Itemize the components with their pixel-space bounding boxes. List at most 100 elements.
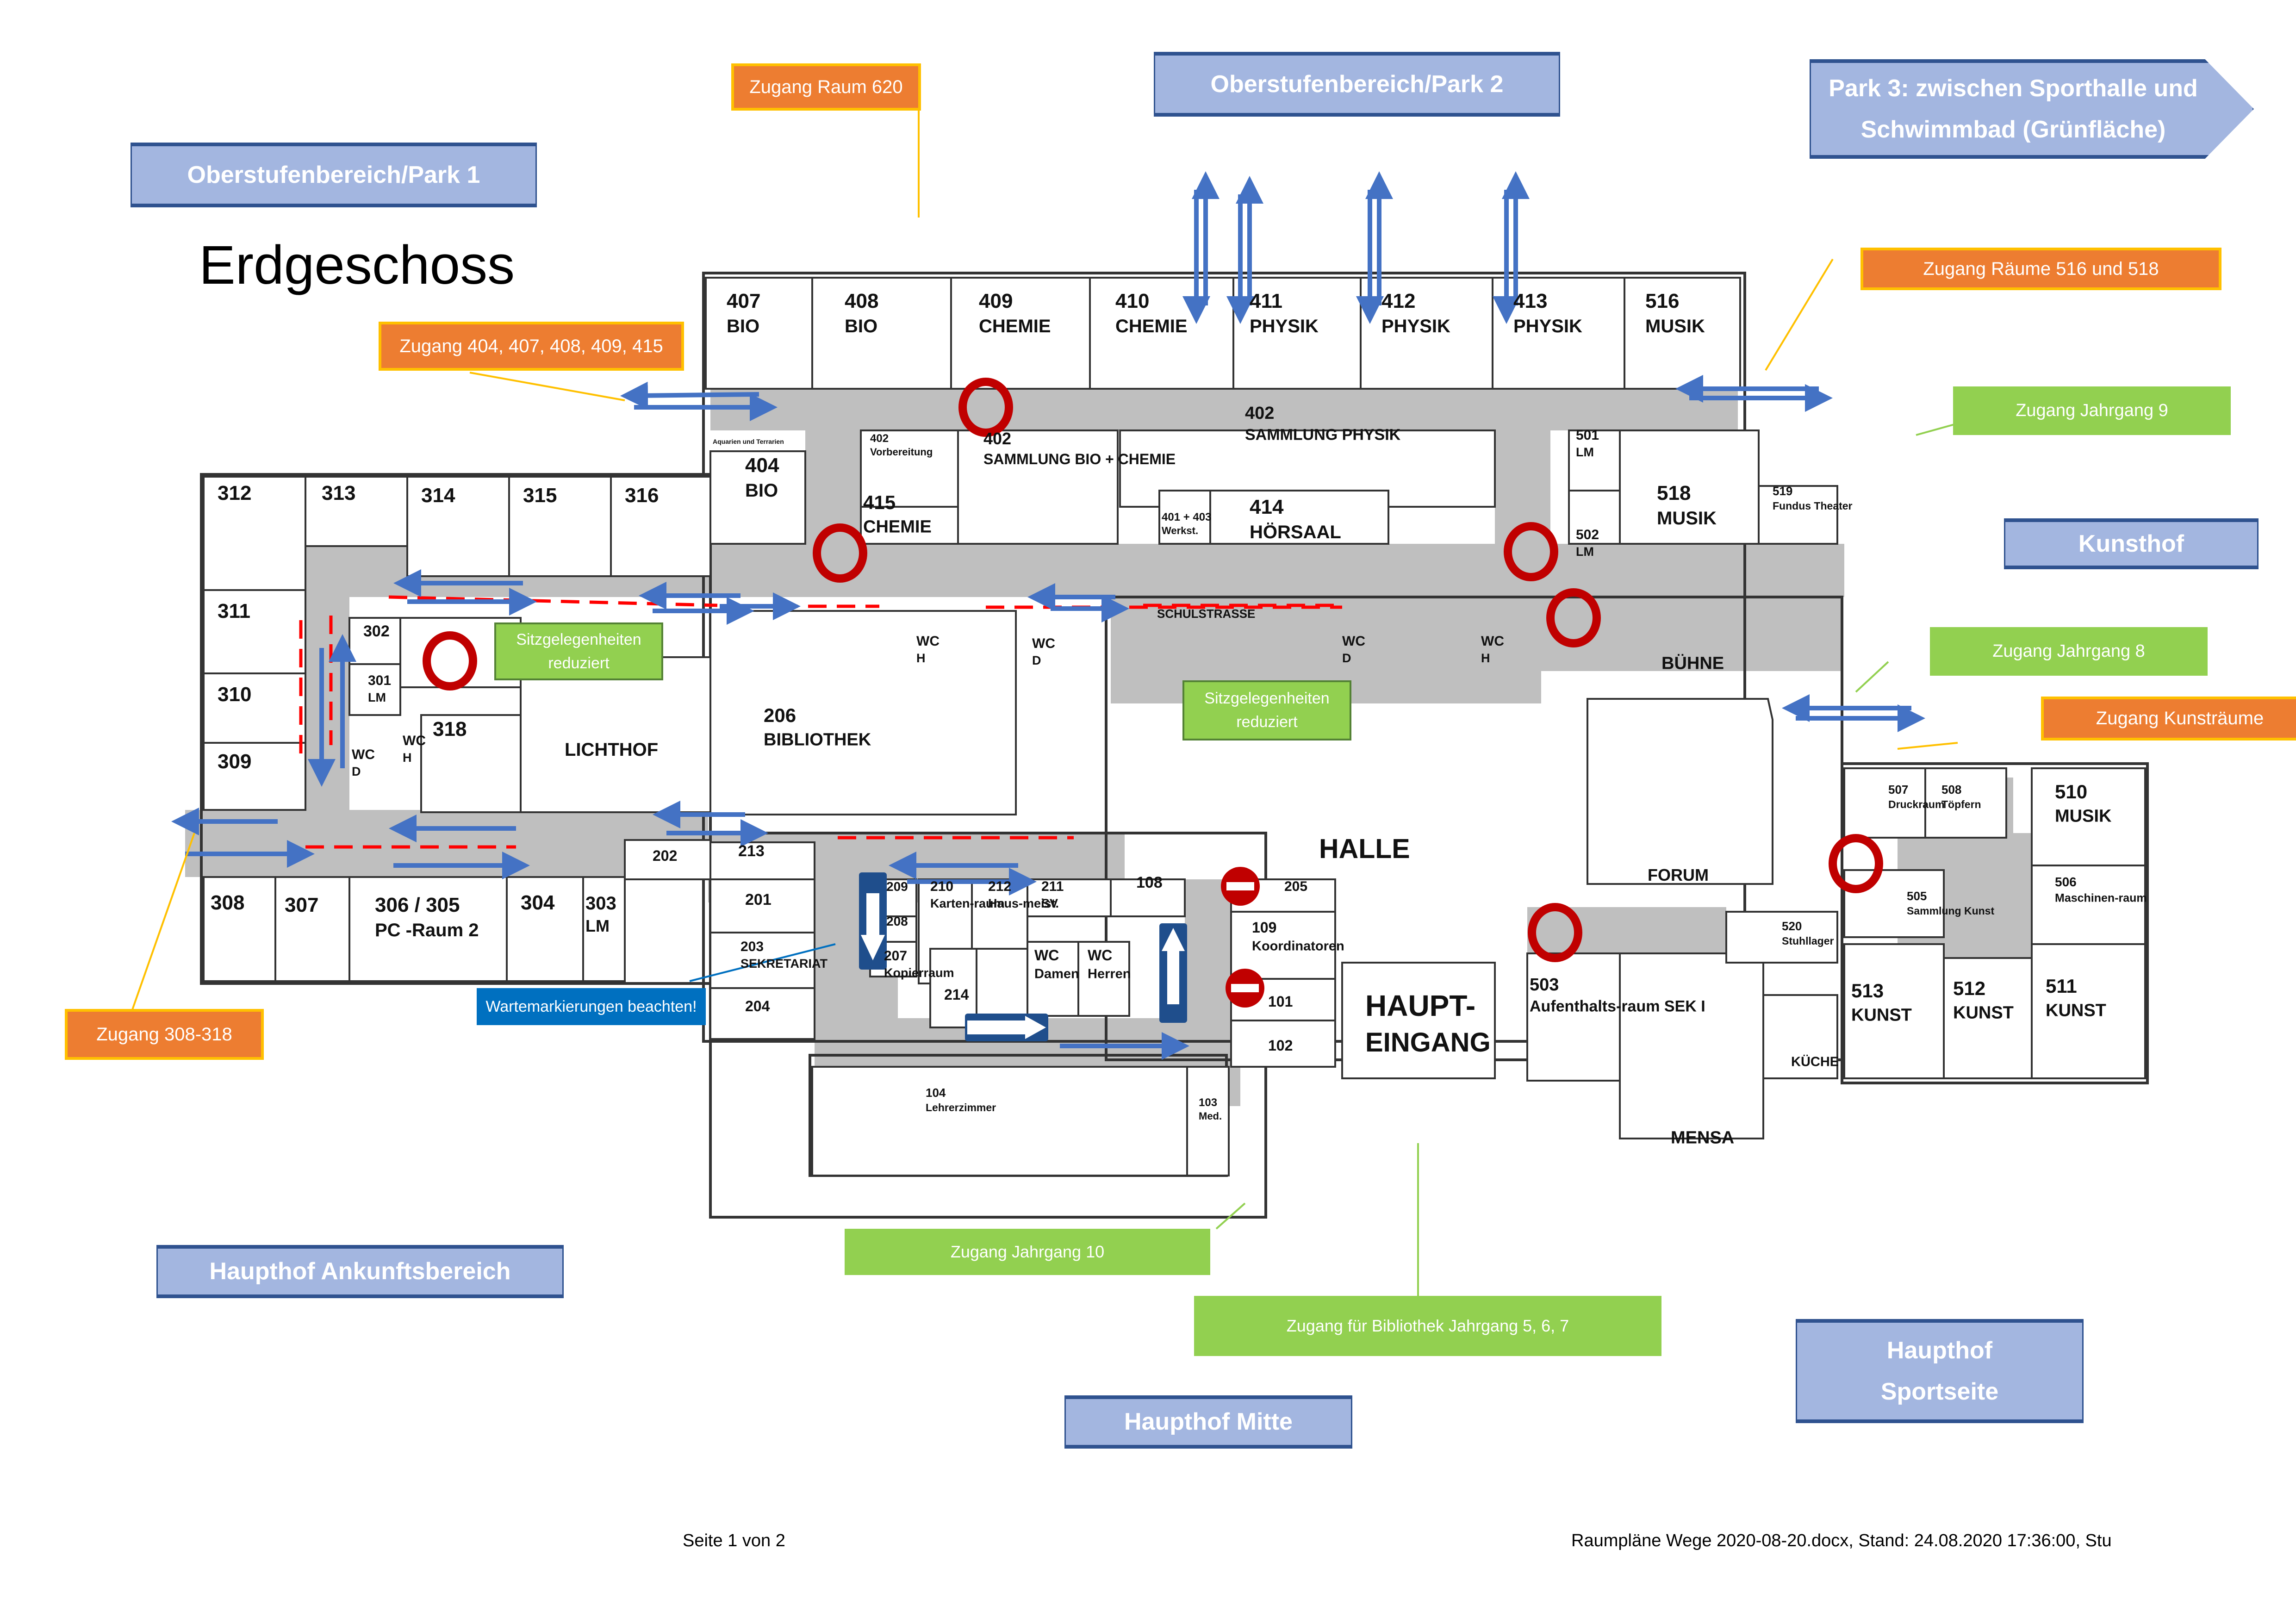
room-number: 402	[870, 432, 889, 445]
room-number: 102	[1268, 1037, 1293, 1054]
room-subject: EINGANG	[1365, 1027, 1491, 1058]
room-subject: Kopierraum	[884, 966, 954, 980]
rooms	[203, 277, 2146, 1176]
room-number: WC	[1481, 634, 1504, 649]
room-label: 208	[886, 914, 908, 928]
one-way-up-icon	[1159, 923, 1187, 1023]
room-subject: Haus-meist.	[988, 896, 1059, 910]
room-label: 108	[1136, 874, 1163, 891]
room-number: 518	[1657, 482, 1691, 504]
access-516-518: Zugang Räume 516 und 518	[1860, 248, 2221, 290]
room-number: 306 / 305	[375, 894, 460, 916]
room-subject: KUNST	[1953, 1003, 2014, 1022]
room-subject: BIBLIOTHEK	[764, 730, 871, 749]
room-subject: CHEMIE	[979, 316, 1051, 336]
room-number: 207	[884, 948, 907, 964]
room-number: 506	[2055, 875, 2077, 889]
room-number: 414	[1250, 496, 1284, 518]
access-raum-620: Zugang Raum 620	[731, 63, 921, 111]
no-entry-ring-icon	[423, 631, 477, 691]
room-number: 208	[886, 914, 908, 928]
room-number: 311	[218, 600, 250, 622]
zone-park2: Oberstufenbereich/Park 2	[1154, 52, 1560, 117]
room-subject: PHYSIK	[1513, 316, 1582, 336]
room-subject: MUSIK	[1657, 508, 1717, 529]
room-subject: Stuhllager	[1782, 935, 1834, 947]
room-label: 209	[886, 879, 908, 894]
room-label: HALLE	[1319, 834, 1410, 864]
room-subject: Herren	[1088, 966, 1131, 981]
room-label: Aquarien und Terrarien	[713, 438, 784, 445]
room-number: 404	[745, 454, 779, 477]
note-seating-reduced-1: Sitzgelegenheiten reduziert	[494, 622, 663, 680]
room-number: 408	[845, 290, 878, 312]
zone-ankunft: Haupthof Ankunftsbereich	[156, 1245, 564, 1298]
access-jahrgang-10: Zugang Jahrgang 10	[845, 1229, 1210, 1275]
room-number: 304	[521, 891, 555, 914]
room-number: 302	[363, 622, 390, 640]
room-label: WCH	[916, 634, 940, 665]
zone-park1: Oberstufenbereich/Park 1	[131, 143, 537, 207]
room-subject: PHYSIK	[1381, 316, 1450, 336]
room-number: 202	[653, 847, 677, 864]
room-subject: D	[352, 765, 361, 778]
zone-park3: Park 3: zwischen Sporthalle und Schwimmb…	[1810, 59, 2254, 159]
room-label: 302	[363, 622, 390, 640]
street-label: SCHULSTRASSE	[1157, 607, 1255, 621]
room-label: HAUPT-EINGANG	[1365, 989, 1491, 1058]
room-number: 513	[1851, 980, 1884, 1002]
room-number: 520	[1782, 919, 1802, 933]
room-number: 503	[1530, 975, 1559, 995]
room-number: 301	[368, 673, 391, 688]
no-entry-ring-icon	[1546, 588, 1601, 647]
room-subject: H	[1481, 651, 1490, 665]
zone-mitte: Haupthof Mitte	[1064, 1395, 1352, 1449]
room-subject: LICHTHOF	[565, 740, 658, 760]
room-number: 415	[863, 492, 896, 513]
room-number: 511	[2046, 975, 2077, 997]
room-subject: HALLE	[1319, 834, 1410, 864]
room-subject: Sammlung Kunst	[1907, 905, 1994, 917]
room-label: 204	[745, 998, 770, 1014]
room-number: 409	[979, 290, 1013, 312]
room-subject: D	[1342, 651, 1351, 665]
footer-page: Seite 1 von 2	[683, 1531, 785, 1550]
room-subject: SEKRETARIAT	[740, 957, 828, 971]
one-way-right-icon	[965, 1014, 1048, 1041]
room-number: 108	[1136, 874, 1163, 891]
room-number: 313	[322, 482, 355, 504]
room-number: 318	[433, 718, 467, 740]
room-number: 512	[1953, 977, 1985, 999]
one-way-signs	[859, 872, 1187, 1041]
room-label: BÜHNE	[1661, 653, 1724, 673]
room-label: 310	[218, 683, 251, 706]
note-seating-reduced-2: Sitzgelegenheiten reduziert	[1182, 680, 1351, 740]
room-number: 507	[1888, 783, 1908, 796]
room-number: WC	[916, 634, 940, 649]
room-subject: BÜHNE	[1661, 653, 1724, 673]
room-label: LICHTHOF	[565, 740, 658, 760]
room-number: 303	[585, 893, 616, 914]
room-subject: Koordinatoren	[1252, 939, 1344, 953]
room-label: 313	[322, 482, 355, 504]
room-number: 401 + 403	[1162, 511, 1211, 523]
